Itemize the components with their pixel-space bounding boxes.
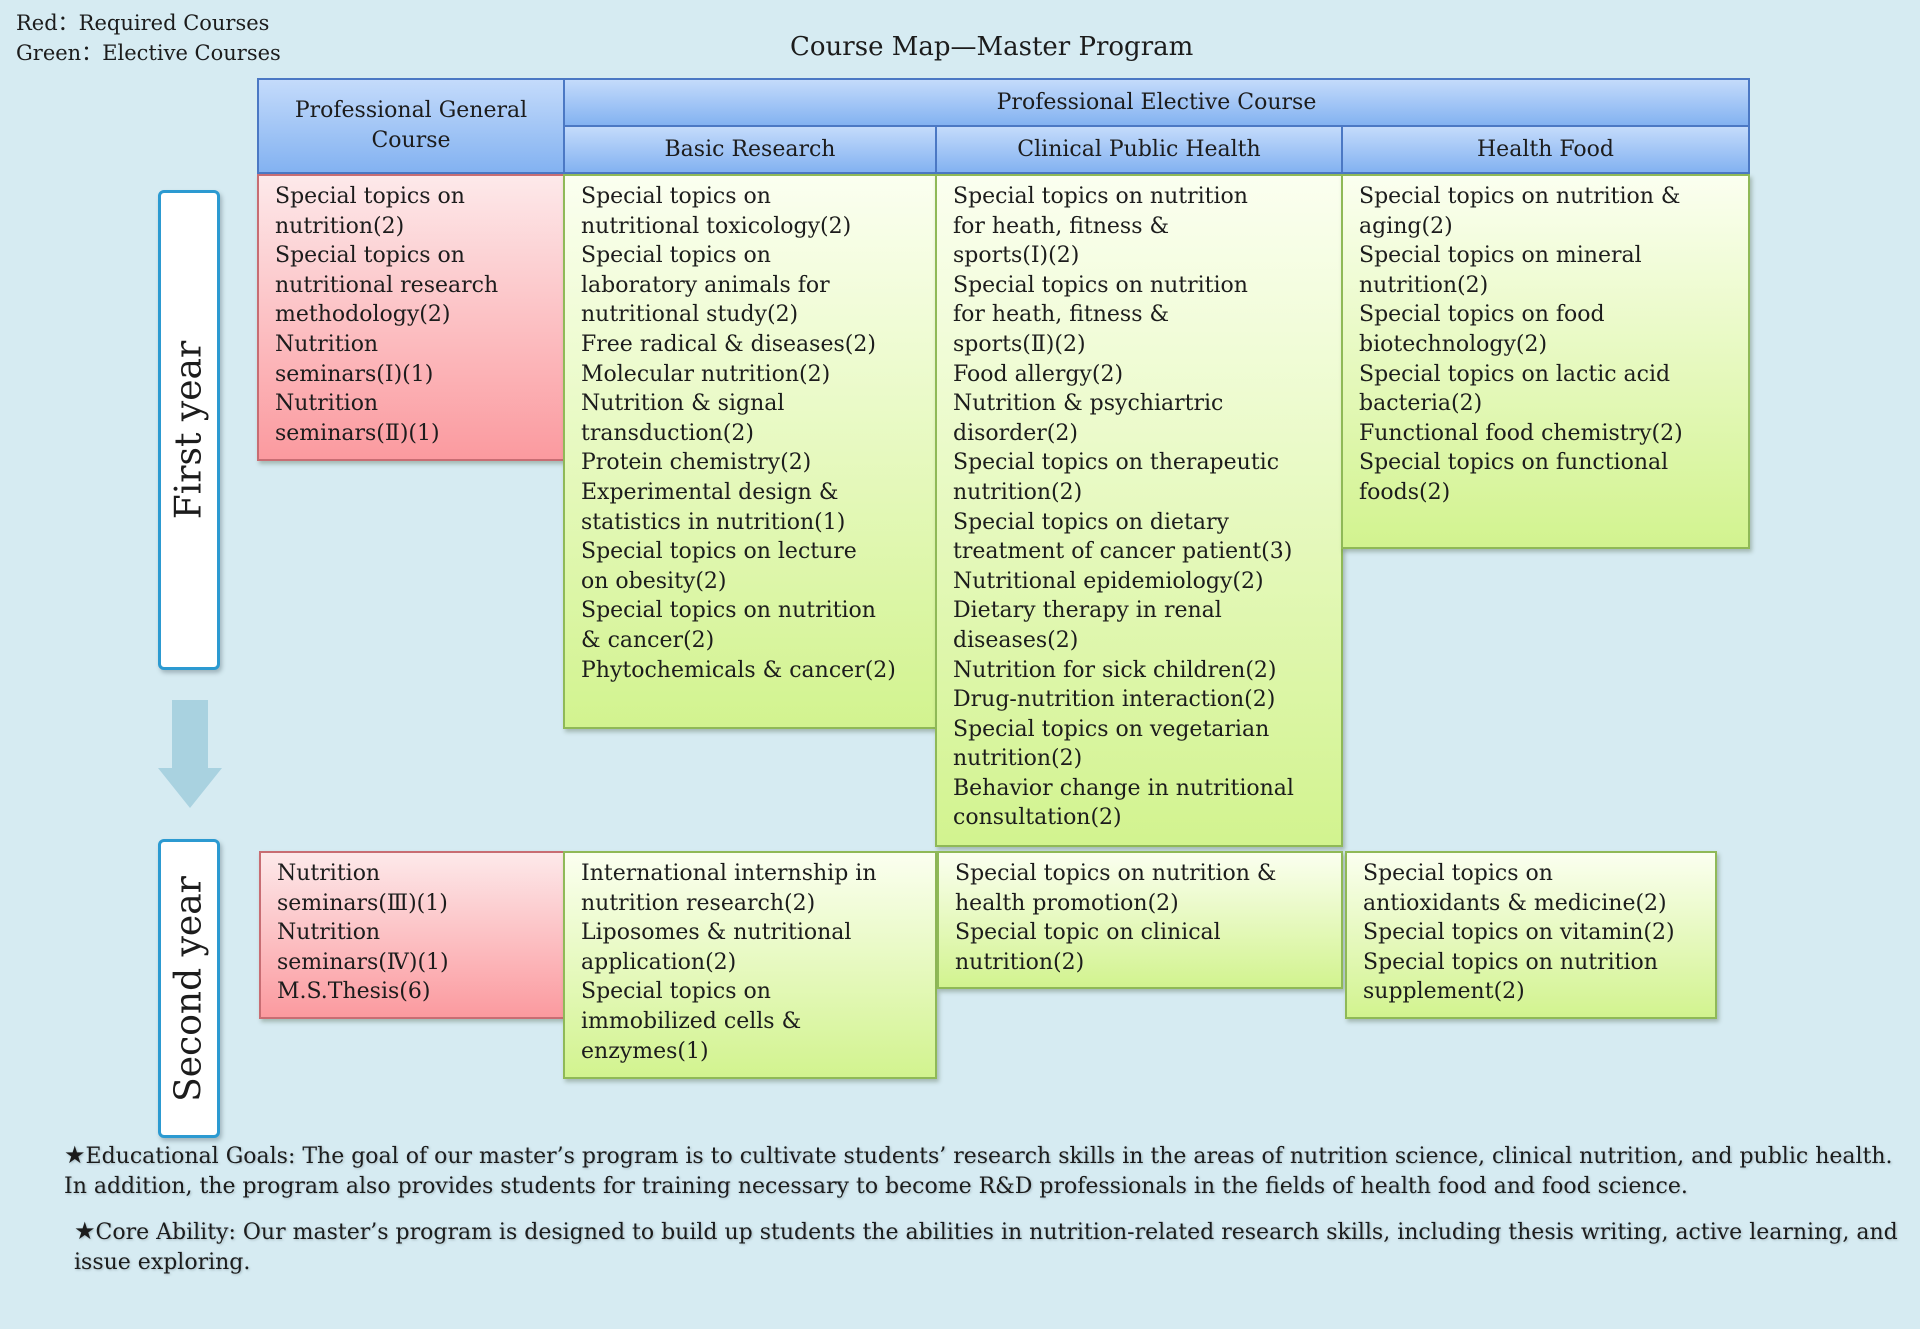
- first-year-clinical-courses: Special topics on nutrition for heath, f…: [935, 174, 1343, 847]
- core-ability-note: ★Core Ability: Our master’s program is d…: [64, 1216, 1902, 1278]
- second-year-health-food-courses: Special topics on antioxidants & medicin…: [1345, 851, 1717, 1019]
- header-clinical-public-health: Clinical Public Health: [935, 125, 1343, 174]
- header-health-food: Health Food: [1341, 125, 1750, 174]
- year-label-first: First year: [158, 190, 220, 670]
- educational-goals-note: ★Educational Goals: The goal of our mast…: [64, 1140, 1902, 1202]
- legend: Red：Required Courses Green：Elective Cour…: [16, 8, 281, 68]
- second-year-basic-research-courses: International internship in nutrition re…: [563, 851, 937, 1079]
- year-second-text: Second year: [168, 875, 210, 1102]
- header-basic-label: Basic Research: [664, 136, 836, 162]
- year-first-text: First year: [168, 340, 210, 520]
- header-clinical-label: Clinical Public Health: [1017, 136, 1261, 162]
- page-title: Course Map—Master Program: [790, 32, 1194, 62]
- first-year-general-courses: Special topics on nutrition(2) Special t…: [257, 174, 565, 461]
- program-notes: ★Educational Goals: The goal of our mast…: [64, 1140, 1902, 1278]
- core-ability-text: Core Ability: Our master’s program is de…: [74, 1220, 1898, 1275]
- second-year-clinical-courses: Special topics on nutrition & health pro…: [937, 851, 1343, 989]
- star-icon: ★: [64, 1141, 86, 1169]
- header-basic-research: Basic Research: [563, 125, 937, 174]
- year-label-second: Second year: [158, 839, 220, 1138]
- legend-red: Red：Required Courses: [16, 11, 270, 35]
- first-year-basic-research-courses: Special topics on nutritional toxicology…: [563, 174, 937, 729]
- star-icon: ★: [74, 1217, 96, 1245]
- legend-green: Green：Elective Courses: [16, 41, 281, 65]
- header-elective-label: Professional Elective Course: [996, 89, 1317, 115]
- header-general-label: Professional General Course: [294, 98, 528, 153]
- first-year-health-food-courses: Special topics on nutrition & aging(2) S…: [1341, 174, 1750, 549]
- educational-goals-text: Educational Goals: The goal of our maste…: [64, 1144, 1893, 1199]
- header-general-course: Professional General Course: [257, 78, 565, 174]
- second-year-general-courses: Nutrition seminars(Ⅲ)(1) Nutrition semin…: [259, 851, 565, 1019]
- header-elective-course: Professional Elective Course: [563, 78, 1750, 127]
- header-food-label: Health Food: [1477, 136, 1614, 162]
- down-arrow-icon: [158, 700, 222, 808]
